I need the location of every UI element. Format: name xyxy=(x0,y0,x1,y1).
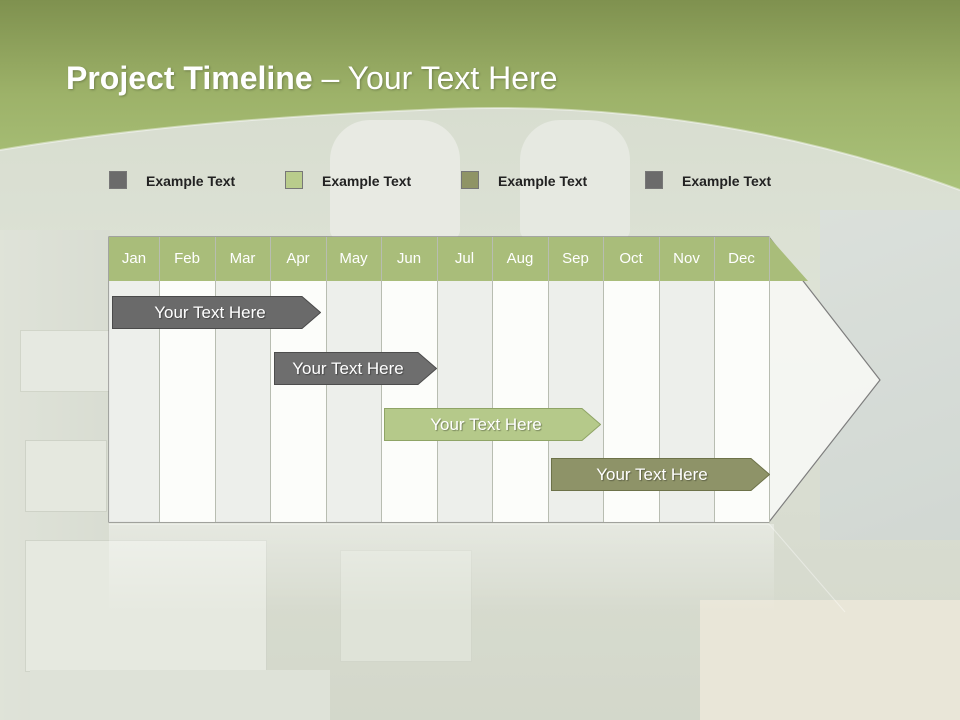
month-header-oct: Oct xyxy=(603,237,659,281)
month-header-aug: Aug xyxy=(492,237,548,281)
column-divider xyxy=(492,237,493,522)
header-band xyxy=(0,0,960,200)
column-divider xyxy=(714,237,715,522)
task-bar-1: Your Text Here xyxy=(112,296,321,329)
column-divider xyxy=(548,237,549,522)
title-rest: – Your Text Here xyxy=(312,60,558,96)
month-column-aug xyxy=(492,281,548,522)
task-bar-3-shape xyxy=(384,408,601,441)
month-header-jan: Jan xyxy=(109,237,159,281)
column-divider xyxy=(769,237,770,522)
timeline-reflection xyxy=(109,524,774,614)
task-bar-1-shape xyxy=(112,296,321,329)
legend-swatch-1 xyxy=(109,171,127,189)
month-header-jun: Jun xyxy=(381,237,437,281)
month-header-sep: Sep xyxy=(548,237,603,281)
legend-label-3: Example Text xyxy=(498,173,588,189)
legend-swatch-4 xyxy=(645,171,663,189)
month-column-may xyxy=(326,281,381,522)
legend-swatch-2 xyxy=(285,171,303,189)
column-divider xyxy=(159,237,160,522)
task-bar-4: Your Text Here xyxy=(551,458,770,491)
task-label-4: Your Text Here xyxy=(596,465,708,484)
month-header-nov: Nov xyxy=(659,237,714,281)
task-label-1: Your Text Here xyxy=(154,303,266,322)
column-divider xyxy=(659,237,660,522)
title-bold: Project Timeline xyxy=(66,60,313,96)
column-divider xyxy=(603,237,604,522)
page-title: Project Timeline – Your Text Here xyxy=(66,60,558,97)
task-bar-4-shape xyxy=(551,458,770,491)
month-header-may: May xyxy=(326,237,381,281)
task-label-3: Your Text Here xyxy=(430,415,542,434)
legend-label-2: Example Text xyxy=(322,173,412,189)
column-divider xyxy=(270,237,271,522)
legend-label-4: Example Text xyxy=(682,173,772,189)
month-column-jun xyxy=(381,281,437,522)
legend-swatch-3 xyxy=(461,171,479,189)
month-header-dec: Dec xyxy=(714,237,769,281)
task-bar-2-shape xyxy=(274,352,437,385)
task-label-2: Your Text Here xyxy=(292,359,404,378)
month-header-feb: Feb xyxy=(159,237,215,281)
task-bar-2: Your Text Here xyxy=(274,352,437,385)
legend-label-1: Example Text xyxy=(146,173,236,189)
month-header-apr: Apr xyxy=(270,237,326,281)
month-header-jul: Jul xyxy=(437,237,492,281)
task-bar-3: Your Text Here xyxy=(384,408,601,441)
month-header-mar: Mar xyxy=(215,237,270,281)
column-divider xyxy=(437,237,438,522)
month-column-jul xyxy=(437,281,492,522)
column-divider xyxy=(215,237,216,522)
